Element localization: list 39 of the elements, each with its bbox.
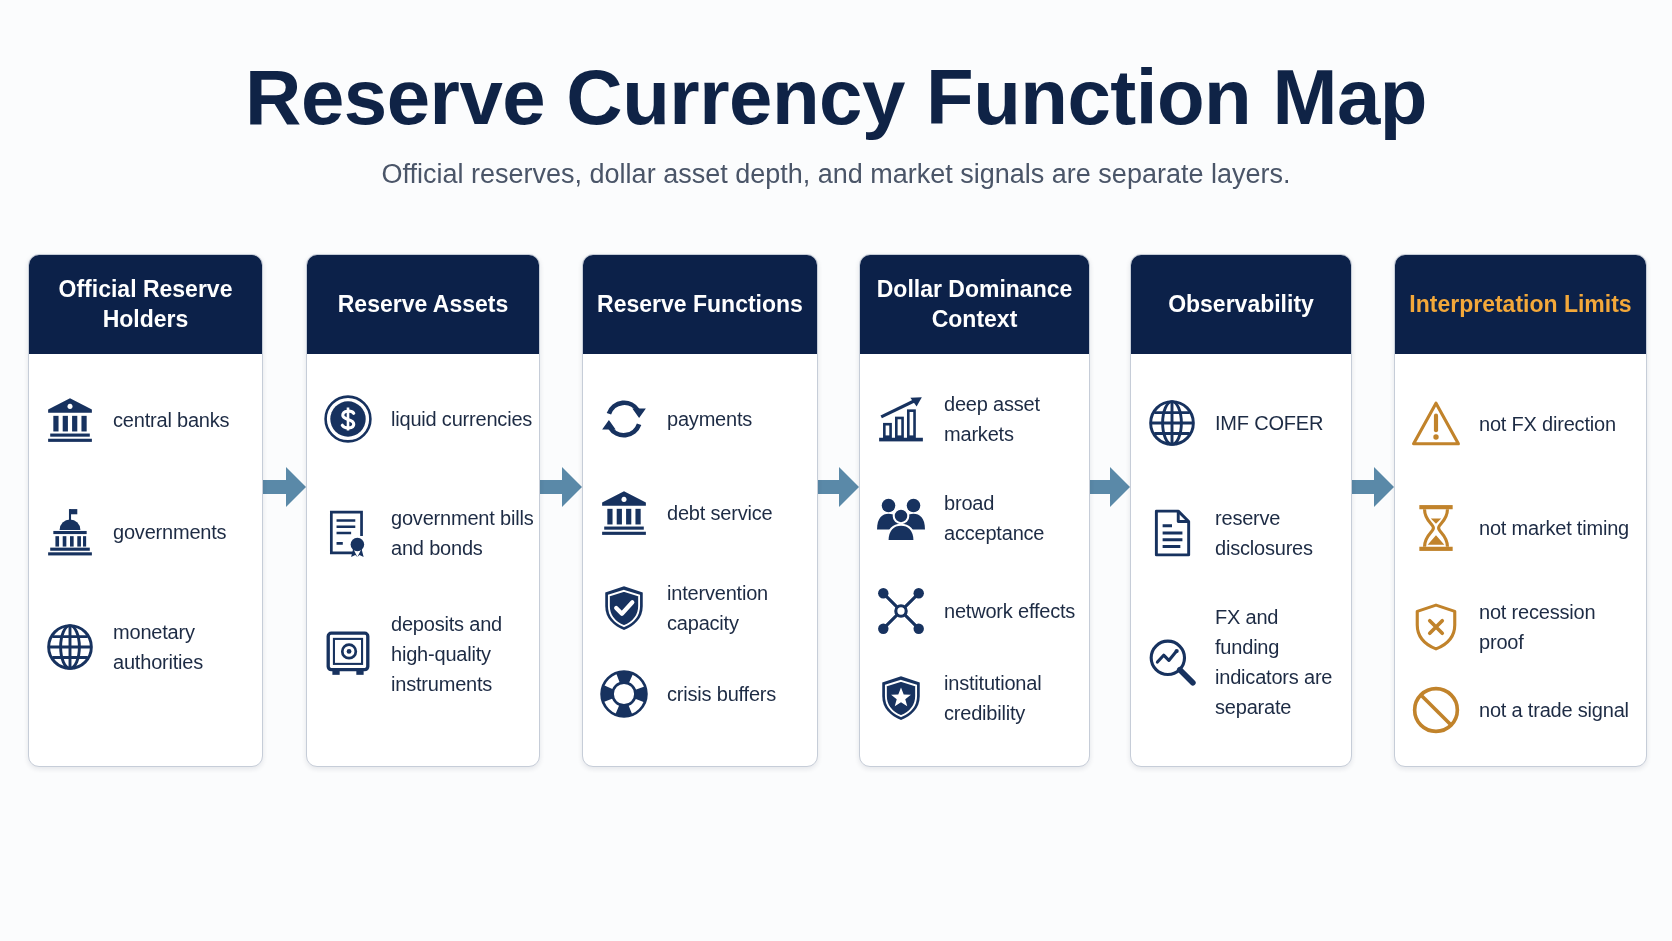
item-label: debt service — [667, 501, 773, 526]
column-card — [28, 254, 263, 767]
column-card — [306, 254, 540, 767]
column-header: Reserve Functions — [583, 255, 817, 354]
item-label: reserve disclosures — [1215, 506, 1314, 561]
item-label: deep asset markets — [944, 392, 1041, 447]
item-label: not market timing — [1479, 516, 1629, 541]
column-card — [859, 254, 1090, 767]
item-label: central banks — [113, 408, 230, 433]
item-label: government bills and bonds — [391, 506, 534, 561]
column-header: Dollar Dominance Context — [860, 255, 1089, 354]
column-header: Interpretation Limits — [1395, 255, 1646, 354]
item-label: network effects — [944, 599, 1076, 624]
item-label: payments — [667, 407, 753, 432]
item-label: deposits and high-quality instruments — [391, 612, 504, 697]
item-label: monetary authorities — [113, 620, 205, 675]
item-label: IMF COFER — [1215, 411, 1324, 436]
column-card — [582, 254, 818, 767]
arrow — [818, 467, 859, 507]
subtitle: Official reserves, dollar asset depth, and market signals are separate layers. — [381, 161, 1291, 188]
item-label: liquid currencies — [391, 407, 533, 432]
column-header: Official Reserve Holders — [29, 255, 262, 354]
item-label: governments — [113, 520, 227, 545]
item-label: not a trade signal — [1479, 698, 1629, 723]
arrow — [263, 467, 306, 507]
column-header: Reserve Assets — [307, 255, 539, 354]
item-label: not recession proof — [1479, 600, 1597, 655]
item-label: institutional credibility — [944, 671, 1043, 726]
arrow — [1090, 467, 1130, 507]
arrow — [540, 467, 582, 507]
arrow — [1352, 467, 1394, 507]
item-label: FX and funding indicators are separate — [1215, 605, 1334, 720]
item-label: broad acceptance — [944, 491, 1046, 546]
column-card — [1130, 254, 1352, 767]
item-label: not FX direction — [1479, 412, 1616, 437]
column-header: Observability — [1131, 255, 1351, 354]
item-label: intervention capacity — [667, 581, 769, 636]
item-label: crisis buffers — [667, 682, 777, 707]
column-card — [1394, 254, 1647, 767]
